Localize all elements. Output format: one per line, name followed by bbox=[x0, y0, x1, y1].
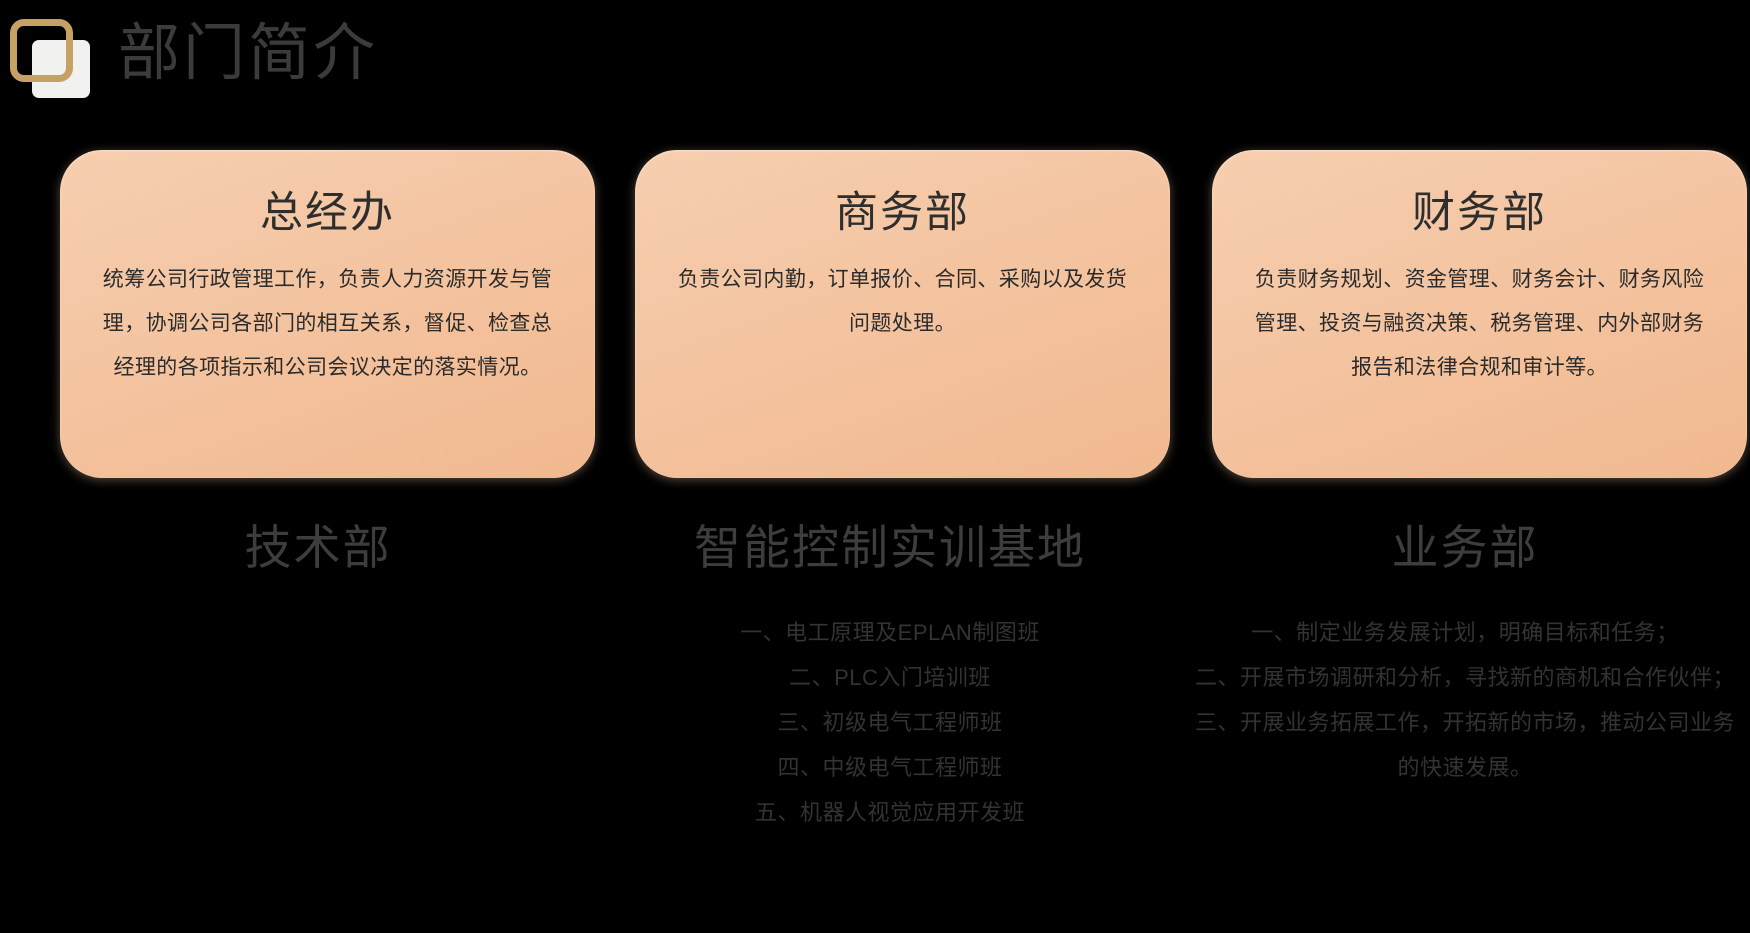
logo-mark bbox=[6, 13, 92, 99]
list-item: 一、制定业务发展计划，明确目标和任务； bbox=[1251, 620, 1679, 645]
column-heading: 技术部 bbox=[244, 521, 392, 574]
card-title: 总经办 bbox=[260, 189, 395, 237]
department-column-yewubu: 业务部 一、制定业务发展计划，明确目标和任务； 二、开展市场调研和分析，寻找新的商… bbox=[1195, 500, 1735, 790]
column-list: 一、制定业务发展计划，明确目标和任务； 二、开展市场调研和分析，寻找新的商机和合作… bbox=[1195, 610, 1735, 790]
department-column-jishubu: 技术部 bbox=[48, 500, 588, 596]
list-item: 五、机器人视觉应用开发班 bbox=[754, 800, 1025, 825]
list-item: 四、中级电气工程师班 bbox=[777, 755, 1003, 780]
card-body: 统筹公司行政管理工作，负责人力资源开发与管理，协调公司各部门的相互关系，督促、检… bbox=[102, 268, 553, 379]
department-card-caiwubu[interactable]: 财务部 负责财务规划、资金管理、财务会计、财务风险管理、投资与融资决策、税务管理… bbox=[1212, 150, 1747, 478]
card-body: 负责公司内勤，订单报价、合同、采购以及发货问题处理。 bbox=[677, 268, 1128, 335]
page-header: 部门简介 bbox=[0, 0, 1750, 125]
list-item: 二、开展市场调研和分析，寻找新的商机和合作伙伴； bbox=[1195, 665, 1736, 690]
department-cards-row: 总经办 统筹公司行政管理工作，负责人力资源开发与管理，协调公司各部门的相互关系，… bbox=[0, 150, 1750, 480]
department-card-zongjingban[interactable]: 总经办 统筹公司行政管理工作，负责人力资源开发与管理，协调公司各部门的相互关系，… bbox=[60, 150, 595, 478]
card-title: 商务部 bbox=[835, 189, 970, 237]
card-title: 财务部 bbox=[1412, 189, 1547, 237]
column-list: 一、电工原理及EPLAN制图班二、PLC入门培训班三、初级电气工程师班四、中级电… bbox=[620, 610, 1160, 835]
list-item: 三、初级电气工程师班 bbox=[777, 710, 1003, 735]
list-item: 三、开展业务拓展工作，开拓新的市场，推动公司业务的快速发展。 bbox=[1195, 710, 1736, 780]
column-heading: 业务部 bbox=[1391, 521, 1539, 574]
department-columns-row: 技术部 智能控制实训基地 一、电工原理及EPLAN制图班二、PLC入门培训班三、… bbox=[0, 500, 1750, 933]
list-item: 二、PLC入门培训班 bbox=[789, 665, 991, 690]
list-item: 一、电工原理及EPLAN制图班 bbox=[740, 620, 1040, 645]
department-column-znkzsxjd: 智能控制实训基地 一、电工原理及EPLAN制图班二、PLC入门培训班三、初级电气… bbox=[620, 500, 1160, 835]
column-heading: 智能控制实训基地 bbox=[694, 521, 1086, 574]
card-body: 负责财务规划、资金管理、财务会计、财务风险管理、投资与融资决策、税务管理、内外部… bbox=[1254, 268, 1705, 379]
logo-square-outline-icon bbox=[10, 19, 73, 82]
department-card-shangwubu[interactable]: 商务部 负责公司内勤，订单报价、合同、采购以及发货问题处理。 bbox=[635, 150, 1170, 478]
page-title: 部门简介 bbox=[118, 19, 379, 88]
